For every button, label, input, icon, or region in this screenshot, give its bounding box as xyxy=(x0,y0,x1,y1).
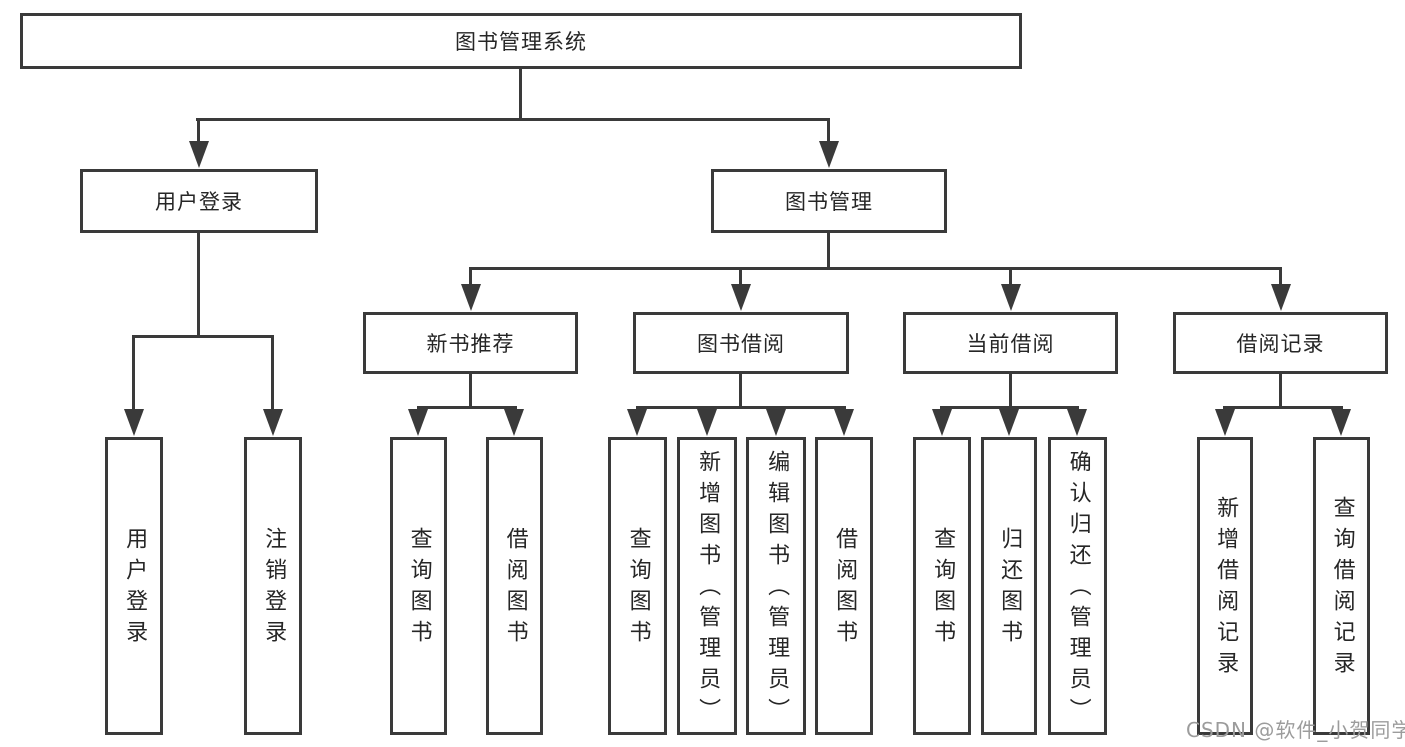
leaf-user-login: 用户登录 xyxy=(105,437,163,735)
node-book-borrow: 图书借阅 xyxy=(633,312,849,374)
leaf-newbook-borrow: 借阅图书 xyxy=(486,437,543,735)
connector-logout-leaf-stem xyxy=(271,335,274,411)
connector-root-branch xyxy=(196,118,830,121)
connector-borrow-stem xyxy=(739,267,742,287)
arrowhead-groupC-3 xyxy=(1067,409,1087,436)
arrowhead-bookmgmt xyxy=(819,141,839,168)
leaf-borrow-add-admin: 新增图书（管理员） xyxy=(677,437,737,735)
connector-login-leaf-stem xyxy=(132,335,135,411)
node-current-borrow: 当前借阅 xyxy=(903,312,1118,374)
leaf-newbook-query: 查询图书 xyxy=(390,437,447,735)
arrowhead-borrow xyxy=(731,284,751,311)
arrowhead-groupA-1 xyxy=(408,409,428,436)
leaf-borrow-query: 查询图书 xyxy=(608,437,667,735)
connector-root-stem xyxy=(519,67,522,120)
connector-groupC-down xyxy=(1009,374,1012,409)
leaf-borrow-borrow: 借阅图书 xyxy=(815,437,873,735)
leaf-current-confirm-admin: 确认归还（管理员） xyxy=(1048,437,1107,735)
node-user-login: 用户登录 xyxy=(80,169,318,233)
connector-groupB-down xyxy=(739,374,742,409)
node-book-mgmt: 图书管理 xyxy=(711,169,947,233)
connector-level3-branch xyxy=(469,267,1282,270)
connector-bookmgmt-down xyxy=(827,231,830,269)
arrowhead-current xyxy=(1001,284,1021,311)
node-borrow-records: 借阅记录 xyxy=(1173,312,1388,374)
arrowhead-login-leaf xyxy=(124,409,144,436)
leaf-current-query: 查询图书 xyxy=(913,437,971,735)
connector-groupA-branch xyxy=(417,406,517,409)
arrowhead-groupD-1 xyxy=(1215,409,1235,436)
connector-newbook-stem xyxy=(469,267,472,287)
leaf-records-query: 查询借阅记录 xyxy=(1313,437,1370,735)
connector-bookmgmt-stem xyxy=(827,118,830,144)
node-root: 图书管理系统 xyxy=(20,13,1022,69)
leaf-logout: 注销登录 xyxy=(244,437,302,735)
arrowhead-records xyxy=(1271,284,1291,311)
connector-userlogin-down xyxy=(197,231,200,337)
arrowhead-groupA-2 xyxy=(504,409,524,436)
connector-groupD-down xyxy=(1279,374,1282,409)
leaf-borrow-edit-admin: 编辑图书（管理员） xyxy=(746,437,806,735)
arrowhead-groupB-3 xyxy=(766,409,786,436)
arrowhead-groupB-1 xyxy=(627,409,647,436)
arrowhead-userlogin xyxy=(189,141,209,168)
arrowhead-groupC-2 xyxy=(999,409,1019,436)
arrowhead-groupB-2 xyxy=(697,409,717,436)
arrowhead-groupB-4 xyxy=(834,409,854,436)
node-new-book-rec: 新书推荐 xyxy=(363,312,578,374)
connector-current-stem xyxy=(1009,267,1012,287)
connector-records-stem xyxy=(1279,267,1282,287)
connector-userlogin-stem xyxy=(197,118,200,144)
arrowhead-groupC-1 xyxy=(932,409,952,436)
csdn-watermark: CSDN @软件_小贺同学 xyxy=(1186,718,1405,742)
connector-userlogin-branch xyxy=(132,335,274,338)
connector-groupD-branch xyxy=(1223,406,1343,409)
connector-groupC-branch xyxy=(940,406,1079,409)
connector-groupB-branch xyxy=(636,406,846,409)
arrowhead-logout-leaf xyxy=(263,409,283,436)
connector-groupA-down xyxy=(469,374,472,409)
leaf-records-add: 新增借阅记录 xyxy=(1197,437,1253,735)
leaf-current-return: 归还图书 xyxy=(981,437,1037,735)
arrowhead-groupD-2 xyxy=(1331,409,1351,436)
arrowhead-newbook xyxy=(461,284,481,311)
